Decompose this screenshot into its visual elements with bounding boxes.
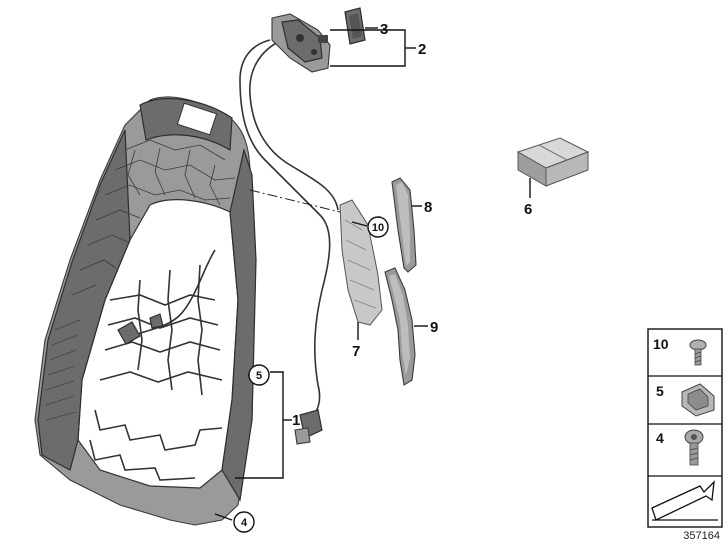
part-8-trim <box>391 177 417 273</box>
cable-harness <box>239 39 339 445</box>
callout-10: 10 <box>372 222 384 234</box>
callout-labels: 3 2 8 9 7 6 1 10 5 4 <box>233 21 532 533</box>
legend-box: 10 5 4 <box>647 328 723 528</box>
callout-4: 4 <box>241 517 248 529</box>
mechanism-unit <box>271 13 331 73</box>
callout-6: 6 <box>524 201 532 218</box>
callout-2: 2 <box>418 41 426 58</box>
callout-4-circle <box>233 511 255 533</box>
legend-label-4: 4 <box>656 430 664 446</box>
callout-5-circle <box>248 364 270 386</box>
part-7-cover <box>339 199 383 326</box>
callout-1: 1 <box>292 412 300 429</box>
part-3-pad <box>344 7 366 45</box>
seat-back-frame <box>34 96 257 526</box>
legend-label-10: 10 <box>653 336 669 352</box>
leader-lines <box>214 27 531 521</box>
legend-label-5: 5 <box>656 383 664 399</box>
screw-icon <box>689 339 707 366</box>
arrow-icon <box>651 480 718 521</box>
callout-7: 7 <box>352 343 360 360</box>
part-6-block <box>516 137 590 187</box>
clip-icon <box>681 383 715 417</box>
callout-8: 8 <box>424 199 432 216</box>
callout-3: 3 <box>380 21 388 38</box>
callout-10-circle <box>367 216 389 238</box>
bolt-icon <box>684 429 704 466</box>
part-9-trim <box>384 267 416 386</box>
reference-number: 357164 <box>683 530 720 542</box>
callout-9: 9 <box>430 319 438 336</box>
callout-5: 5 <box>256 370 262 382</box>
